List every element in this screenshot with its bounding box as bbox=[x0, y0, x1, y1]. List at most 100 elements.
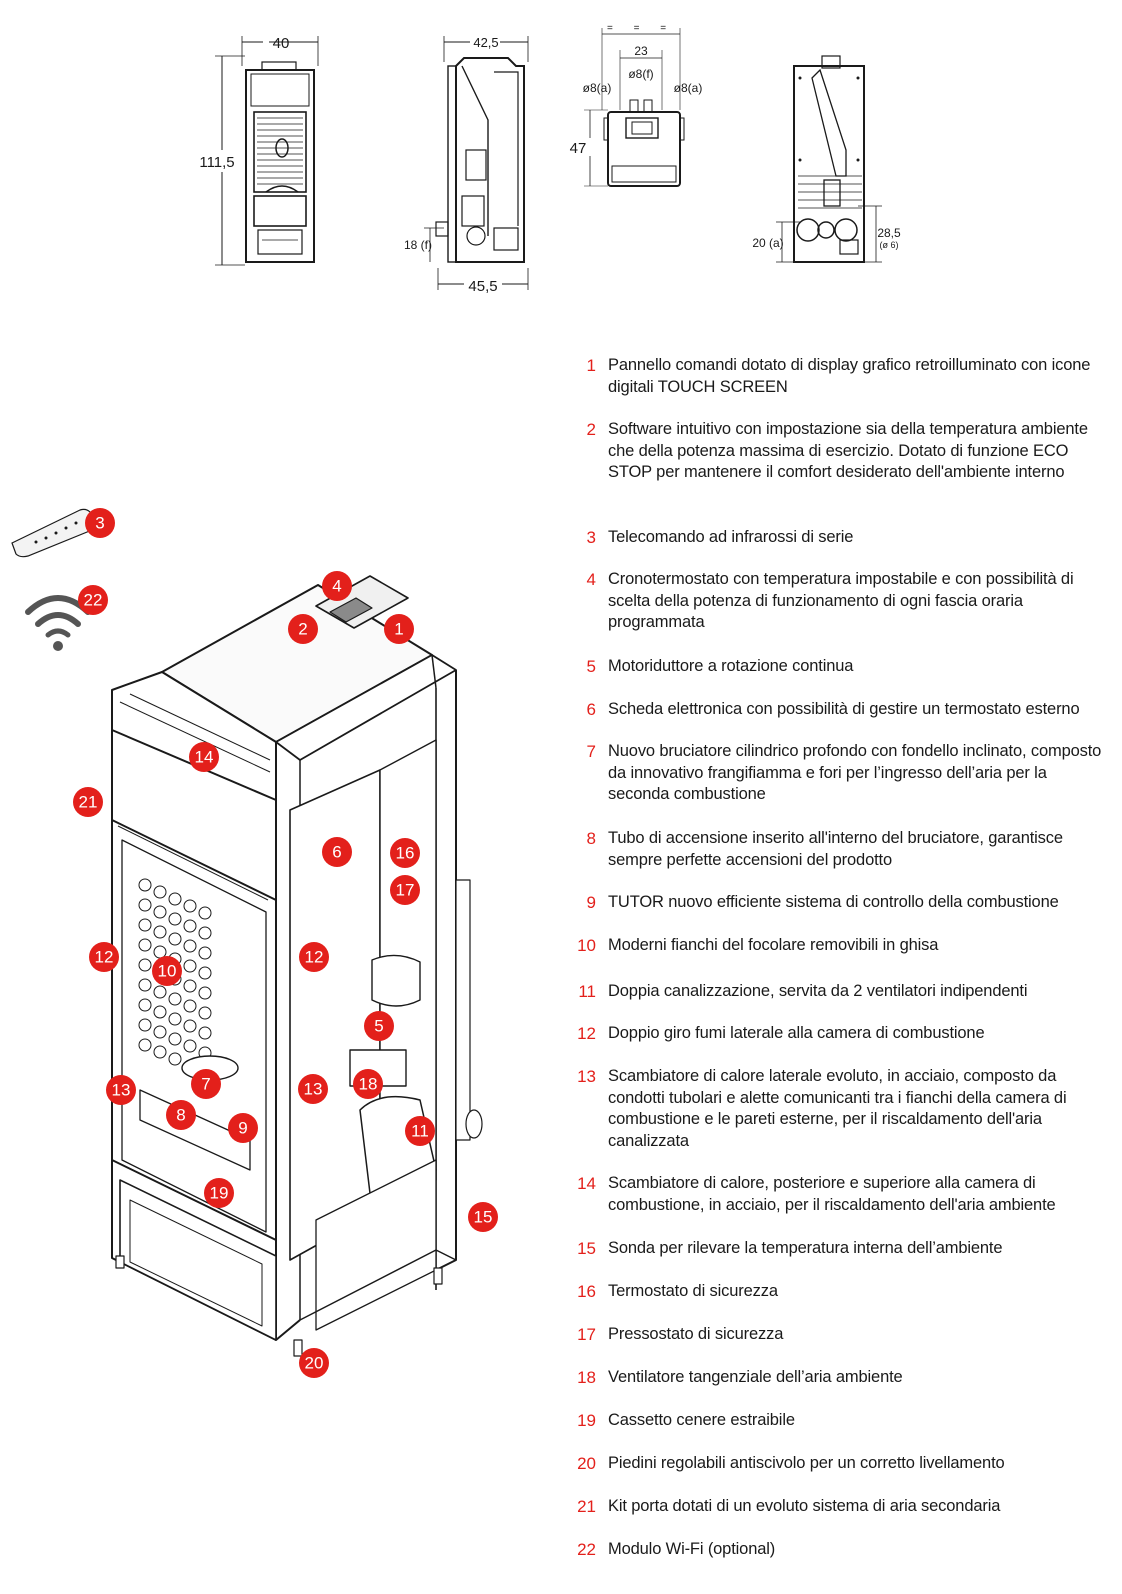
rear-view-drawing: 20 (a) 28,5 (ø 6) bbox=[752, 55, 901, 263]
legend-item: 7 Nuovo bruciatore cilindrico profondo co… bbox=[566, 741, 1106, 806]
legend-number: 15 bbox=[577, 1239, 596, 1258]
rear-left-height-label: 20 (a) bbox=[752, 236, 783, 250]
svg-text:18: 18 bbox=[359, 1075, 378, 1094]
legend-number: 14 bbox=[577, 1174, 596, 1193]
legend-text: Motoriduttore a rotazione continua bbox=[608, 657, 854, 675]
legend-number: 16 bbox=[577, 1282, 596, 1301]
rear-right-diameter-label: (ø 6) bbox=[880, 240, 899, 250]
legend-number: 19 bbox=[577, 1411, 596, 1430]
legend-number: 13 bbox=[577, 1067, 596, 1086]
legend-number: 5 bbox=[586, 657, 596, 676]
legend-text: Sonda per rilevare la temperatura intern… bbox=[608, 1239, 1003, 1257]
legend-text: Nuovo bruciatore cilindrico profondo con… bbox=[608, 742, 1102, 803]
legend-text: Kit porta dotati di un evoluto sistema d… bbox=[608, 1497, 1001, 1515]
legend-text: Telecomando ad infrarossi di serie bbox=[608, 528, 854, 546]
side-view-drawing: 42,5 45,5 18 (f) bbox=[404, 34, 529, 295]
legend-item: 20 Piedini regolabili antiscivolo per un … bbox=[566, 1453, 1106, 1475]
legend-text: Termostato di sicurezza bbox=[608, 1282, 778, 1300]
front-height-label: 111,5 bbox=[199, 154, 234, 171]
svg-text:22: 22 bbox=[84, 591, 103, 610]
svg-text:11: 11 bbox=[411, 1122, 429, 1141]
legend-number: 7 bbox=[586, 742, 596, 761]
callout-10: 10 bbox=[152, 956, 182, 986]
front-width-label: 40 bbox=[273, 35, 290, 52]
svg-text:4: 4 bbox=[332, 577, 341, 596]
svg-text:20: 20 bbox=[305, 1354, 324, 1373]
legend-item: 13 Scambiatore di calore laterale evoluto… bbox=[566, 1066, 1106, 1152]
callout-7: 7 bbox=[191, 1069, 221, 1099]
top-center-distance-label: 23 bbox=[634, 44, 648, 58]
remote-control-illustration bbox=[11, 508, 98, 558]
legend-text: Tubo di accensione inserito all'interno … bbox=[608, 829, 1063, 869]
wifi-icon bbox=[25, 595, 91, 651]
side-depth-top-label: 42,5 bbox=[473, 35, 498, 50]
front-view-drawing: 40 111,5 bbox=[199, 35, 319, 266]
legend-number: 10 bbox=[577, 936, 596, 955]
legend-number: 18 bbox=[577, 1368, 596, 1387]
callout-6: 6 bbox=[322, 837, 352, 867]
legend-number: 20 bbox=[577, 1454, 596, 1473]
top-right-pipe-label: ø8(a) bbox=[674, 81, 703, 95]
legend-item: 14 Scambiatore di calore, posteriore e su… bbox=[566, 1173, 1106, 1216]
callout-2: 2 bbox=[288, 614, 318, 644]
svg-text:8: 8 bbox=[176, 1106, 185, 1125]
legend-item: 15 Sonda per rilevare la temperatura inte… bbox=[566, 1238, 1106, 1260]
svg-text:1: 1 bbox=[394, 620, 403, 639]
callout-14: 14 bbox=[189, 742, 219, 772]
top-left-pipe-label: ø8(a) bbox=[583, 81, 612, 95]
legend-text: Scheda elettronica con possibilità di ge… bbox=[608, 700, 1080, 718]
svg-text:19: 19 bbox=[210, 1184, 229, 1203]
svg-text:7: 7 bbox=[201, 1075, 210, 1094]
svg-text:6: 6 bbox=[332, 843, 341, 862]
callout-8: 8 bbox=[166, 1100, 196, 1130]
top-view-drawing: = = = 23 ø8(f) ø8(a) ø8(a) 47 bbox=[570, 23, 703, 187]
callout-21: 21 bbox=[73, 787, 103, 817]
side-flue-label: 18 (f) bbox=[404, 238, 432, 252]
svg-text:9: 9 bbox=[238, 1119, 247, 1138]
legend-number: 17 bbox=[577, 1325, 596, 1344]
legend-text: Pressostato di sicurezza bbox=[608, 1325, 784, 1343]
svg-text:21: 21 bbox=[79, 793, 98, 812]
svg-text:16: 16 bbox=[396, 844, 415, 863]
callout-1: 1 bbox=[384, 614, 414, 644]
top-spacing-marks: = = = bbox=[607, 23, 675, 34]
legend-text: Modulo Wi-Fi (optional) bbox=[608, 1540, 776, 1558]
legend-text: Scambiatore di calore, posteriore e supe… bbox=[608, 1174, 1056, 1214]
legend-number: 12 bbox=[577, 1024, 596, 1043]
callout-19: 19 bbox=[204, 1178, 234, 1208]
legend-text: Doppio giro fumi laterale alla camera di… bbox=[608, 1024, 985, 1042]
svg-text:15: 15 bbox=[474, 1208, 493, 1227]
callout-17: 17 bbox=[390, 875, 420, 905]
callout-13-left: 13 bbox=[106, 1075, 136, 1105]
callout-13-right: 13 bbox=[298, 1074, 328, 1104]
legend-text: Moderni fianchi del focolare removibili … bbox=[608, 936, 939, 954]
callout-5: 5 bbox=[364, 1011, 394, 1041]
callout-18: 18 bbox=[353, 1069, 383, 1099]
legend-number: 4 bbox=[586, 570, 596, 589]
legend-text: Piedini regolabili antiscivolo per un co… bbox=[608, 1454, 1005, 1472]
callout-16: 16 bbox=[390, 838, 420, 868]
legend-item: 18 Ventilatore tangenziale dell’aria ambi… bbox=[566, 1367, 1106, 1389]
callout-22: 22 bbox=[78, 585, 108, 615]
callout-12-right: 12 bbox=[299, 942, 329, 972]
legend-item: 17 Pressostato di sicurezza bbox=[566, 1324, 1106, 1346]
legend-text: Pannello comandi dotato di display grafi… bbox=[608, 356, 1091, 396]
legend-item: 5 Motoriduttore a rotazione continua bbox=[566, 656, 1106, 678]
legend-text: Ventilatore tangenziale dell’aria ambien… bbox=[608, 1368, 903, 1386]
top-depth-label: 47 bbox=[570, 140, 587, 157]
legend-text: TUTOR nuovo efficiente sistema di contro… bbox=[608, 893, 1059, 911]
svg-text:3: 3 bbox=[95, 514, 104, 533]
legend-item: 16 Termostato di sicurezza bbox=[566, 1281, 1106, 1303]
legend-text: Scambiatore di calore laterale evoluto, … bbox=[608, 1067, 1067, 1150]
legend-number: 3 bbox=[586, 528, 596, 547]
legend-item: 12 Doppio giro fumi laterale alla camera … bbox=[566, 1023, 1106, 1045]
